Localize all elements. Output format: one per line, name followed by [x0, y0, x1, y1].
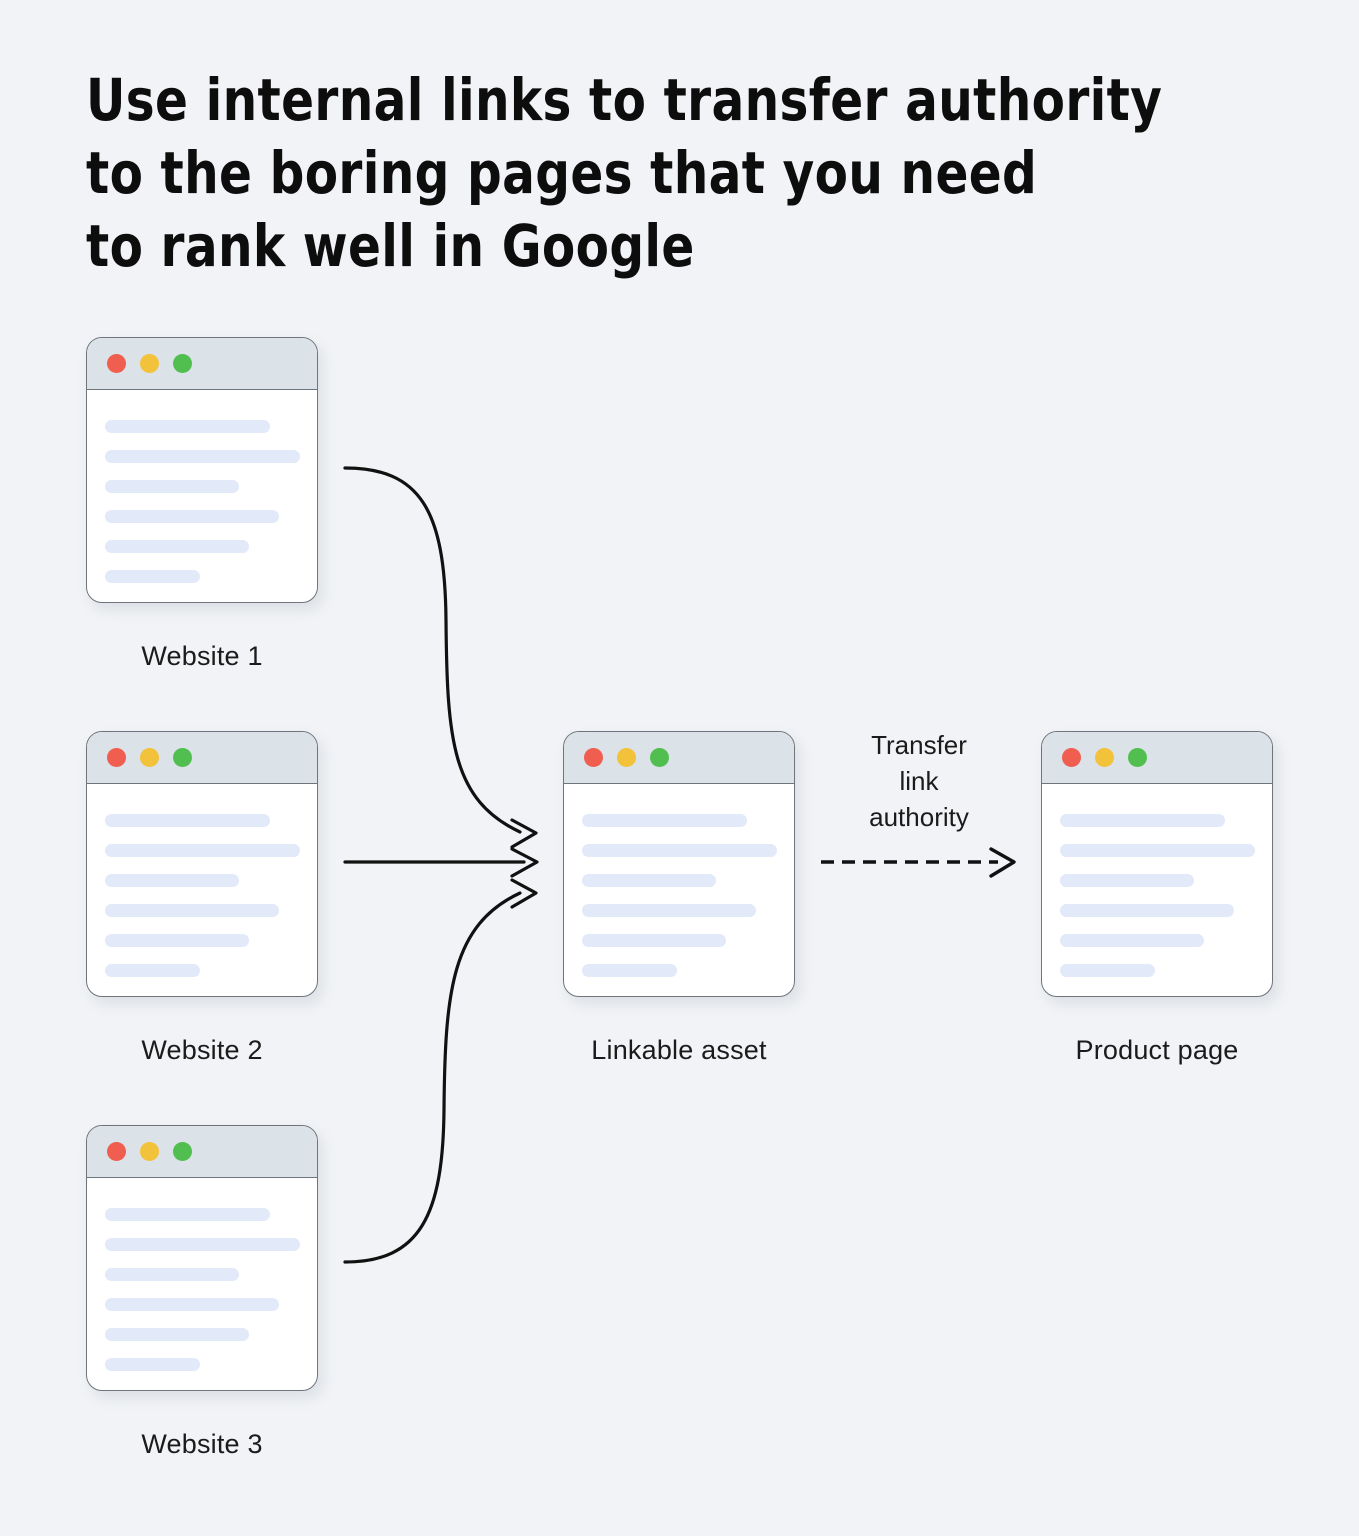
arrow-website1-to-asset [343, 466, 522, 834]
content-line [1060, 964, 1156, 977]
content-line [1060, 904, 1234, 917]
caption-website-1: Website 1 [141, 641, 263, 671]
traffic-light-red-icon [107, 1142, 126, 1161]
content-line [582, 814, 748, 827]
content-line [1060, 844, 1256, 857]
traffic-light-green-icon [650, 748, 669, 767]
traffic-light-green-icon [173, 1142, 192, 1161]
content-line [105, 1328, 250, 1341]
content-line [1060, 874, 1194, 887]
traffic-light-yellow-icon [140, 354, 159, 373]
card-content-placeholder [1042, 784, 1272, 977]
card-titlebar [87, 1126, 317, 1178]
transfer-link-authority-label: Transfer link authority [869, 730, 969, 832]
browser-card-website-3[interactable] [86, 1125, 318, 1391]
browser-card-linkable-asset[interactable] [563, 731, 795, 997]
traffic-light-red-icon [1062, 748, 1081, 767]
content-line [105, 964, 201, 977]
card-titlebar [87, 732, 317, 784]
content-line [105, 1238, 301, 1251]
arrowhead-transfer [989, 847, 1016, 878]
caption-linkable-asset: Linkable asset [591, 1035, 767, 1065]
arrow-website3-to-asset [343, 891, 522, 1264]
content-line [105, 1208, 271, 1221]
content-line [105, 814, 271, 827]
content-line [105, 510, 279, 523]
traffic-light-yellow-icon [617, 748, 636, 767]
traffic-light-yellow-icon [140, 1142, 159, 1161]
content-line [105, 420, 271, 433]
content-line [582, 874, 716, 887]
browser-card-website-1[interactable] [86, 337, 318, 603]
content-line [105, 1268, 239, 1281]
card-content-placeholder [564, 784, 794, 977]
caption-website-2: Website 2 [141, 1035, 263, 1065]
arrowhead-website3 [510, 878, 538, 909]
traffic-light-red-icon [107, 354, 126, 373]
content-line [1060, 934, 1205, 947]
content-line [105, 874, 239, 887]
page-title: Use internal links to transfer authority… [86, 66, 1163, 280]
content-line [582, 964, 678, 977]
arrowhead-website2 [510, 847, 539, 878]
traffic-light-red-icon [584, 748, 603, 767]
content-line [105, 1298, 279, 1311]
traffic-light-green-icon [173, 354, 192, 373]
content-line [105, 904, 279, 917]
card-content-placeholder [87, 1178, 317, 1371]
traffic-light-yellow-icon [140, 748, 159, 767]
card-titlebar [87, 338, 317, 390]
caption-product-page: Product page [1075, 1035, 1239, 1065]
content-line [105, 934, 250, 947]
traffic-light-green-icon [1128, 748, 1147, 767]
card-content-placeholder [87, 390, 317, 583]
content-line [582, 904, 756, 917]
browser-card-product-page[interactable] [1041, 731, 1273, 997]
browser-card-website-2[interactable] [86, 731, 318, 997]
content-line [105, 844, 301, 857]
content-line [105, 540, 250, 553]
card-titlebar [1042, 732, 1272, 784]
traffic-light-red-icon [107, 748, 126, 767]
content-line [105, 480, 239, 493]
content-line [105, 450, 301, 463]
traffic-light-green-icon [173, 748, 192, 767]
content-line [105, 570, 201, 583]
card-titlebar [564, 732, 794, 784]
caption-website-3: Website 3 [141, 1429, 263, 1459]
content-line [582, 934, 727, 947]
arrowhead-website1 [510, 818, 538, 849]
content-line [582, 844, 778, 857]
content-line [105, 1358, 201, 1371]
card-content-placeholder [87, 784, 317, 977]
traffic-light-yellow-icon [1095, 748, 1114, 767]
content-line [1060, 814, 1226, 827]
